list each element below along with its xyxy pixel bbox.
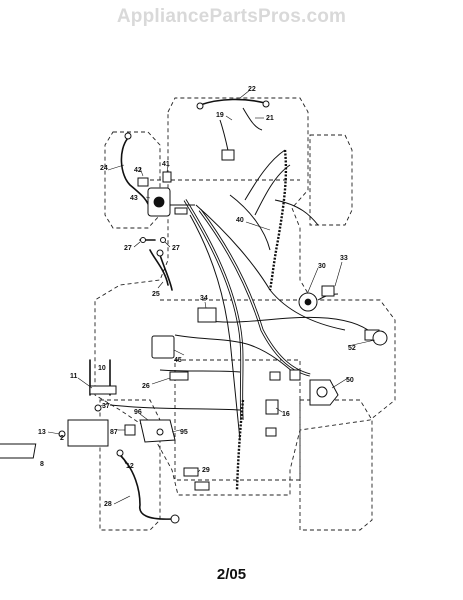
callout-96: 96 xyxy=(134,409,142,416)
callout-45: 45 xyxy=(174,357,182,364)
pto-switch xyxy=(309,379,339,406)
date-code: 2/05 xyxy=(216,566,247,583)
right-connectors xyxy=(298,285,388,346)
callout-8: 8 xyxy=(40,461,44,468)
callout-34: 34 xyxy=(200,295,208,302)
callout-19: 19 xyxy=(216,112,224,119)
callout-21: 21 xyxy=(266,115,274,122)
callout-95: 95 xyxy=(180,429,188,436)
callout-29: 29 xyxy=(202,467,210,474)
callout-10: 10 xyxy=(98,365,106,372)
callout-87: 87 xyxy=(110,429,118,436)
callout-labels: 22 19 21 24 42 41 43 40 27 27 25 30 33 3… xyxy=(38,86,356,508)
callout-2: 2 xyxy=(60,435,64,442)
callout-leaders xyxy=(47,89,376,505)
callout-25: 25 xyxy=(152,291,160,298)
callout-52: 52 xyxy=(348,345,356,352)
callout-13-upper: 13 xyxy=(38,429,46,436)
callout-24: 24 xyxy=(100,165,108,172)
battery-assembly xyxy=(0,359,117,459)
lower-connectors xyxy=(183,369,301,491)
interlock-bracket xyxy=(124,419,176,443)
callout-42: 42 xyxy=(134,167,142,174)
callout-27-right: 27 xyxy=(172,245,180,252)
callout-27-left: 27 xyxy=(124,245,132,252)
callout-37: 37 xyxy=(102,403,110,410)
modules xyxy=(151,307,217,381)
callout-30: 30 xyxy=(318,263,326,270)
callout-16: 16 xyxy=(282,411,290,418)
callout-41: 41 xyxy=(162,161,170,168)
cables xyxy=(116,132,180,524)
callout-12: 12 xyxy=(126,463,134,470)
seat-switch-assembly xyxy=(196,98,270,161)
callout-50: 50 xyxy=(346,377,354,384)
conduit-coils xyxy=(235,149,288,491)
callout-28: 28 xyxy=(104,501,112,508)
callout-40: 40 xyxy=(236,217,244,224)
tractor-outline xyxy=(94,97,396,531)
watermark-logo: AppliancePartsPros.com xyxy=(116,6,347,27)
callout-26: 26 xyxy=(142,383,150,390)
callout-33: 33 xyxy=(340,255,348,262)
callout-11: 11 xyxy=(70,373,78,380)
callout-43: 43 xyxy=(130,195,138,202)
callout-22: 22 xyxy=(248,86,256,93)
solenoid-assembly xyxy=(137,171,195,243)
